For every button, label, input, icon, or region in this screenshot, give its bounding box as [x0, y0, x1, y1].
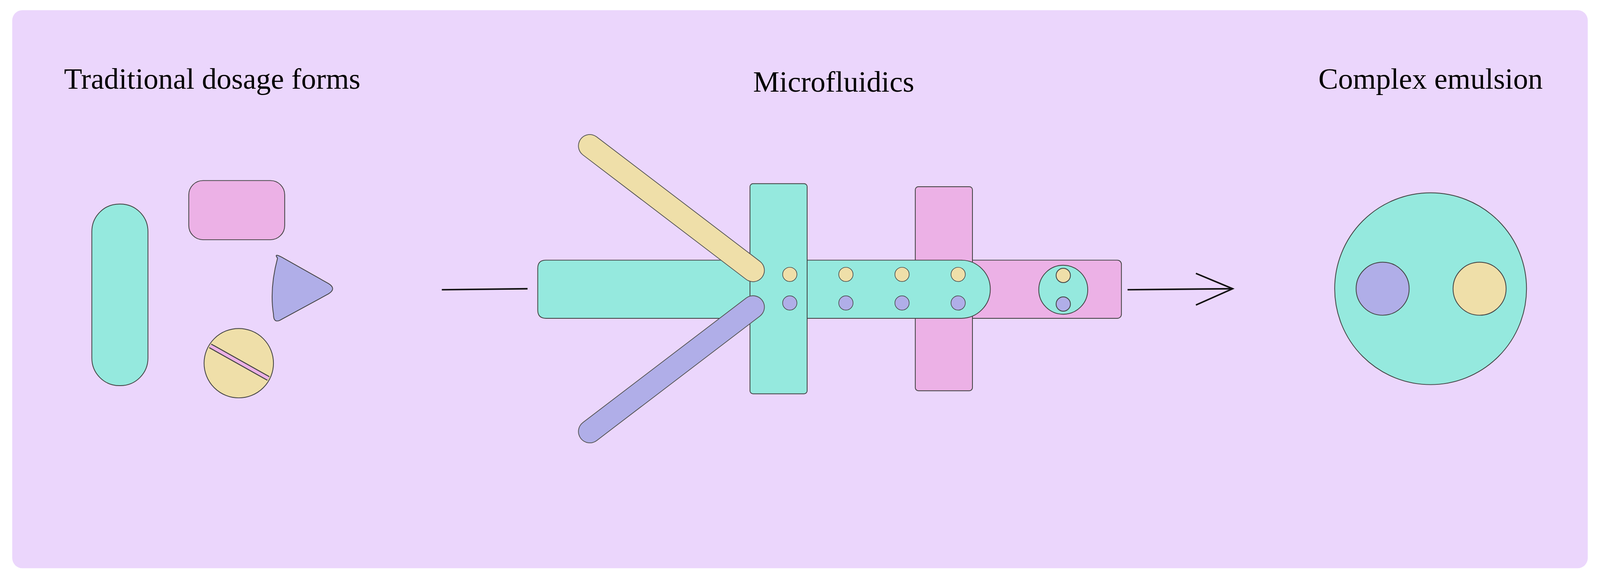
inner-droplet [1056, 268, 1071, 283]
arrow-head [1195, 273, 1233, 305]
tablet-shape [188, 180, 285, 240]
double-emulsion-droplet [1038, 265, 1088, 315]
inner-phase-inlet [589, 307, 753, 432]
capsule-shape [91, 203, 148, 386]
inner-phase-inlet-outline [589, 307, 753, 432]
droplet [950, 267, 966, 282]
section-title: Complex emulsion [1318, 61, 1543, 97]
round-tablet [203, 328, 274, 398]
inner-phase-inlet-outline [589, 145, 753, 271]
droplet [950, 296, 966, 311]
score-line [210, 345, 269, 379]
section-title: Microfluidics [753, 64, 915, 100]
droplet [895, 296, 910, 311]
droplet [838, 296, 853, 311]
background-panel [12, 10, 1588, 569]
inner-droplet [1056, 296, 1071, 312]
section-title: Traditional dosage forms [63, 61, 361, 97]
emulsion-core [1356, 262, 1410, 316]
droplet [895, 267, 910, 282]
middle-phase-inlet [749, 183, 808, 395]
inner-phase-inlet [589, 145, 753, 271]
droplet [782, 296, 798, 311]
triangle-pill [272, 255, 333, 321]
emulsion-core [1453, 262, 1507, 316]
droplet [782, 267, 798, 282]
droplet [838, 267, 853, 282]
emulsion-outer [1334, 193, 1527, 385]
flow-line [441, 288, 528, 290]
score-line [210, 345, 269, 379]
flow-arrow [1127, 288, 1231, 290]
